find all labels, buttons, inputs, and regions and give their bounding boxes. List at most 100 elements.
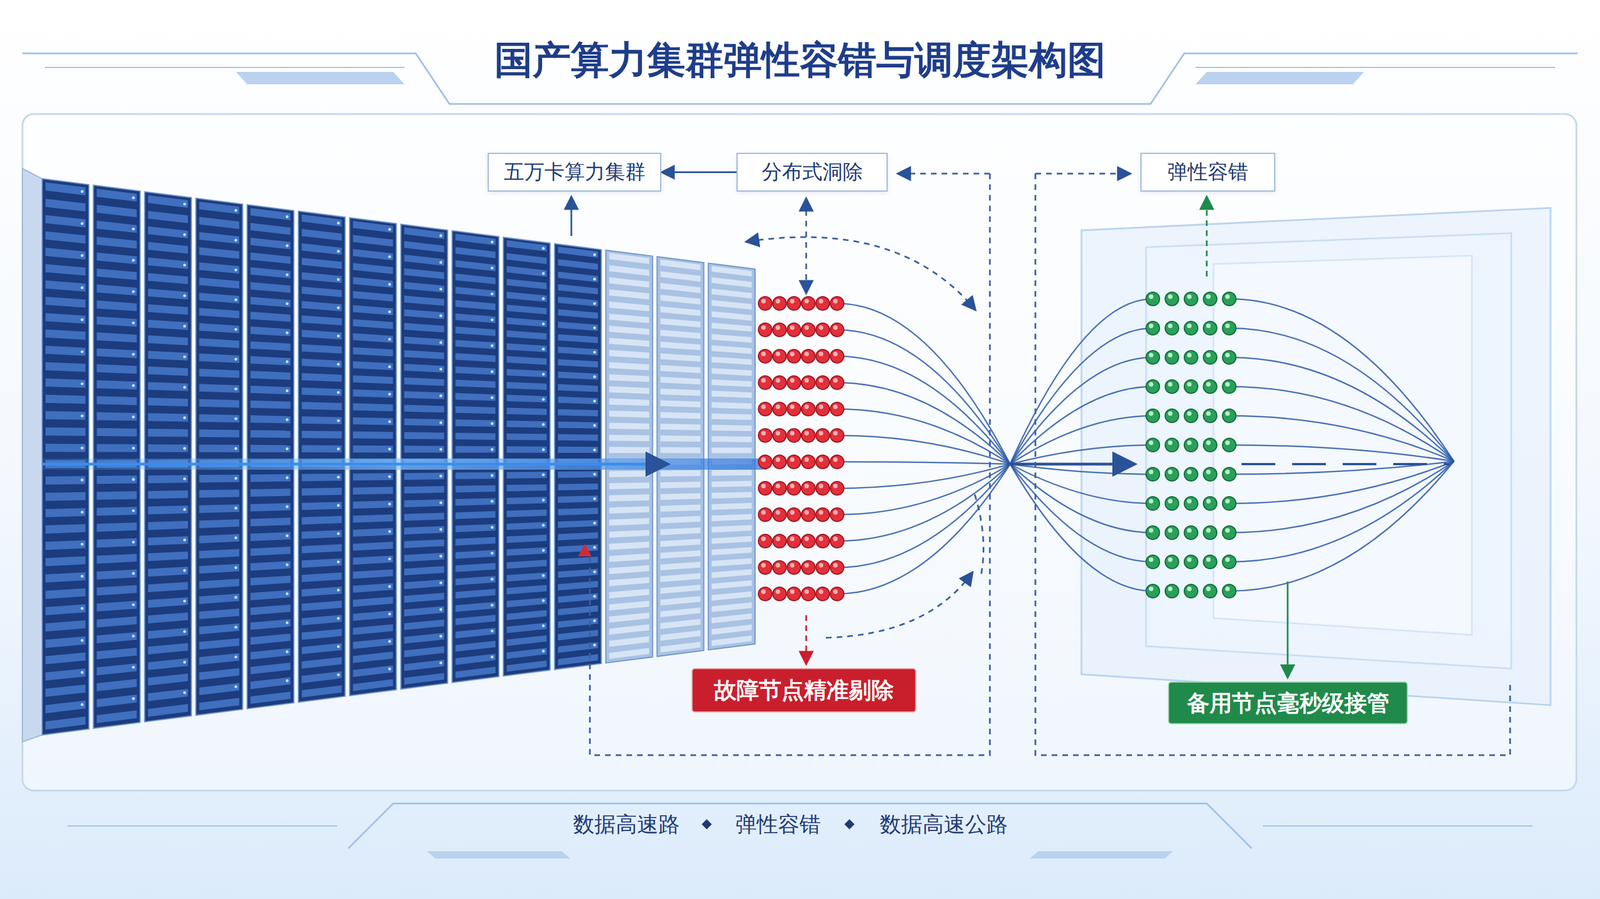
dot-highlight — [775, 404, 781, 409]
server-slot — [506, 343, 547, 353]
status-led — [183, 569, 186, 572]
status-led — [337, 588, 340, 592]
server-slot — [199, 638, 240, 650]
server-slot — [45, 620, 86, 632]
server-slot — [96, 679, 137, 692]
server-slot — [557, 296, 598, 307]
dot-highlight — [1225, 382, 1230, 387]
fault-node-dot — [830, 375, 844, 390]
server-slot — [404, 336, 445, 347]
dot-highlight — [833, 351, 838, 357]
dot-highlight — [1167, 411, 1173, 416]
server-slot — [455, 353, 496, 363]
fault-node-dot — [787, 534, 801, 548]
server-slot — [301, 586, 342, 597]
standby-node-dot — [1203, 379, 1217, 394]
standby-node-dot — [1165, 350, 1179, 365]
server-slot — [557, 258, 598, 270]
status-led — [132, 571, 135, 575]
status-led — [285, 389, 289, 393]
status-led — [183, 416, 186, 420]
server-slot — [506, 394, 547, 403]
server-slot — [199, 683, 240, 696]
server-slot — [660, 641, 701, 653]
status-led — [439, 581, 443, 585]
rack-column — [708, 262, 756, 650]
server-slot — [557, 346, 598, 356]
server-slot — [660, 259, 701, 271]
server-slot — [660, 294, 701, 305]
fault-node-dot — [758, 455, 772, 469]
server-slot — [506, 622, 547, 634]
server-slot — [711, 413, 752, 421]
server-slot — [557, 271, 598, 283]
server-slot — [506, 369, 547, 378]
server-slot — [608, 325, 649, 335]
status-led — [80, 542, 84, 546]
fan-line — [837, 464, 1011, 489]
dot-highlight — [1225, 352, 1230, 358]
status-led — [234, 298, 238, 302]
status-led — [234, 596, 238, 599]
server-slot — [404, 227, 445, 240]
server-slot — [147, 382, 188, 392]
server-slot — [557, 556, 598, 566]
server-slot — [199, 608, 240, 620]
status-led — [80, 702, 84, 706]
server-slot — [711, 288, 752, 299]
server-slot — [199, 262, 240, 274]
status-led — [490, 603, 494, 607]
server-slot — [404, 308, 445, 320]
dot-highlight — [818, 404, 824, 409]
status-led — [285, 563, 289, 567]
fault-node-dot — [801, 587, 816, 601]
fault-node-dot — [801, 455, 816, 469]
dot-highlight — [775, 562, 781, 568]
server-slot — [301, 387, 342, 397]
server-slot — [608, 252, 649, 264]
fault-node-dot — [773, 507, 787, 522]
fault-node-dot — [773, 534, 787, 548]
server-slot — [455, 392, 496, 401]
fault-node-dot — [815, 402, 830, 416]
dot-highlight — [1187, 323, 1192, 329]
server-slot — [301, 271, 342, 283]
server-slot — [506, 304, 547, 315]
standby-node-dot — [1203, 408, 1217, 423]
server-slot — [404, 350, 445, 359]
server-slot — [147, 412, 188, 422]
server-slot — [301, 401, 342, 411]
fault-node-dot — [830, 534, 844, 548]
status-led — [337, 644, 340, 648]
server-slot — [557, 334, 598, 344]
status-led — [132, 509, 135, 513]
status-led — [439, 634, 443, 638]
server-slot — [199, 653, 240, 666]
server-slot — [455, 233, 496, 245]
fault-node-dot — [815, 296, 830, 311]
status-led — [439, 421, 443, 425]
server-slot — [147, 444, 188, 453]
fault-node-dot — [787, 560, 801, 575]
server-slot — [404, 377, 445, 386]
server-slot — [352, 333, 393, 343]
server-slot — [404, 445, 445, 453]
status-led — [80, 221, 84, 225]
bottom-stripes — [426, 851, 1174, 859]
standby-node-dot — [1165, 584, 1179, 598]
server-slot — [250, 267, 291, 279]
dot-highlight — [818, 457, 824, 462]
box-label: 备用节点毫秒级接管 — [1187, 687, 1390, 719]
status-led — [183, 233, 186, 236]
server-slot — [711, 547, 752, 556]
dot-highlight — [833, 298, 838, 304]
rack-column — [605, 250, 653, 663]
server-slot — [711, 435, 752, 443]
standby-node-dot — [1203, 350, 1217, 365]
fault-node-dot — [773, 375, 787, 390]
server-slot — [404, 418, 445, 426]
dot-highlight — [833, 510, 838, 515]
server-slot — [608, 398, 649, 406]
server-slot — [455, 286, 496, 297]
server-slot — [199, 697, 240, 711]
